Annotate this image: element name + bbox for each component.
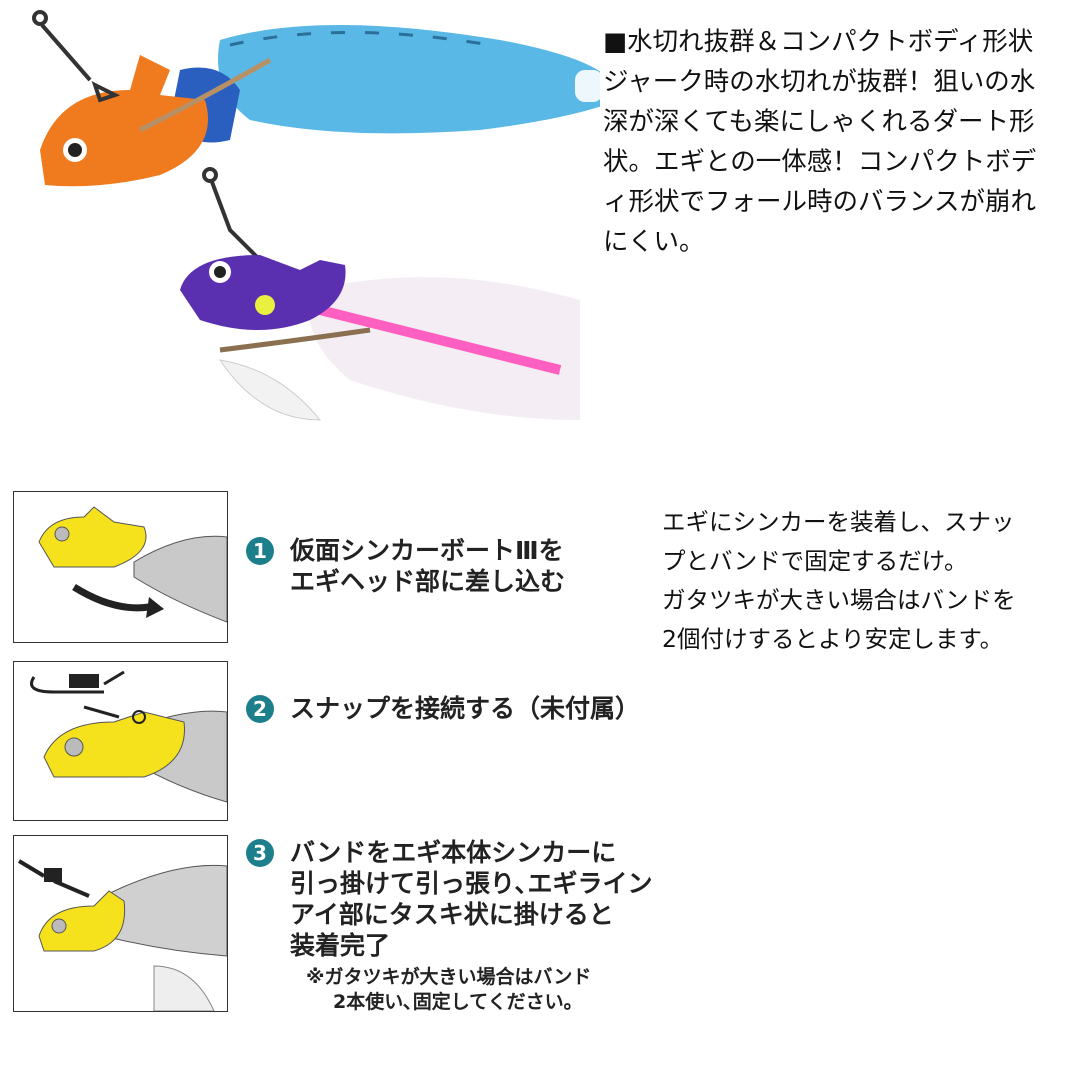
caution-line: ※ガタツキが大きい場合はバンド [306,966,592,988]
description-line: ジャーク時の水切れが抜群！狙いの水 [603,67,1036,97]
step-1-text: 1 仮面シンカーボートⅢを エギヘッド部に差し込む [246,535,565,597]
step-line: 仮面シンカーボートⅢを [290,536,564,565]
step-line: エギヘッド部に差し込む [290,567,566,596]
description-line: 状。エギとの一体感！コンパクトボデ [603,147,1037,177]
step-2-illustration [13,661,228,821]
product-description: ■水切れ抜群＆コンパクトボディ形状 ジャーク時の水切れが抜群！狙いの水 深が深く… [603,22,1036,262]
description-line: にくい。 [603,227,705,257]
step-line: 引っ掛けて引っ張り､エギライン [290,869,653,898]
description-line: ■水切れ抜群＆コンパクトボディ形状 [603,27,1034,57]
purple-sinker [180,255,371,421]
note-line: 2個付けするとより安定します。 [662,625,1004,653]
step-line: 装着完了 [290,931,391,960]
step-3-illustration [13,835,228,1012]
step-line: アイ部にタスキ状に掛けると [290,900,614,929]
product-photo [32,10,600,421]
description-line: 深が深くても楽にしゃくれるダート形 [603,107,1035,137]
step-3-text: 3 バンドをエギ本体シンカーに 引っ掛けて引っ張り､エギライン アイ部にタスキ状… [246,837,653,1015]
step-3-caution: ※ガタツキが大きい場合はバンド 2本使い､固定してください。 [306,965,653,1015]
step-line: バンドをエギ本体シンカーに [290,838,617,867]
blue-egi-lure [170,25,600,143]
white-egi-lure [308,277,580,420]
note-line: エギにシンカーを装着し、スナッ [662,508,1015,536]
note-line: ガタツキが大きい場合はバンドを [662,586,1016,614]
description-line: ィ形状でフォール時のバランスが崩れ [603,187,1036,217]
orange-sinker [40,55,272,187]
step-number-badge: 2 [246,695,274,723]
step-number-badge: 3 [246,839,274,867]
step-2-text: 2 スナップを接続する（未付属） [246,693,640,724]
step-1-illustration [13,491,228,643]
step-number-badge: 1 [246,537,274,565]
caution-line: 2本使い､固定してください。 [333,991,583,1013]
note-line: プとバンドで固定するだけ。 [662,547,968,575]
step-line: スナップを接続する（未付属） [290,694,641,723]
installation-note: エギにシンカーを装着し、スナッ プとバンドで固定するだけ。 ガタツキが大きい場合… [662,503,1016,659]
